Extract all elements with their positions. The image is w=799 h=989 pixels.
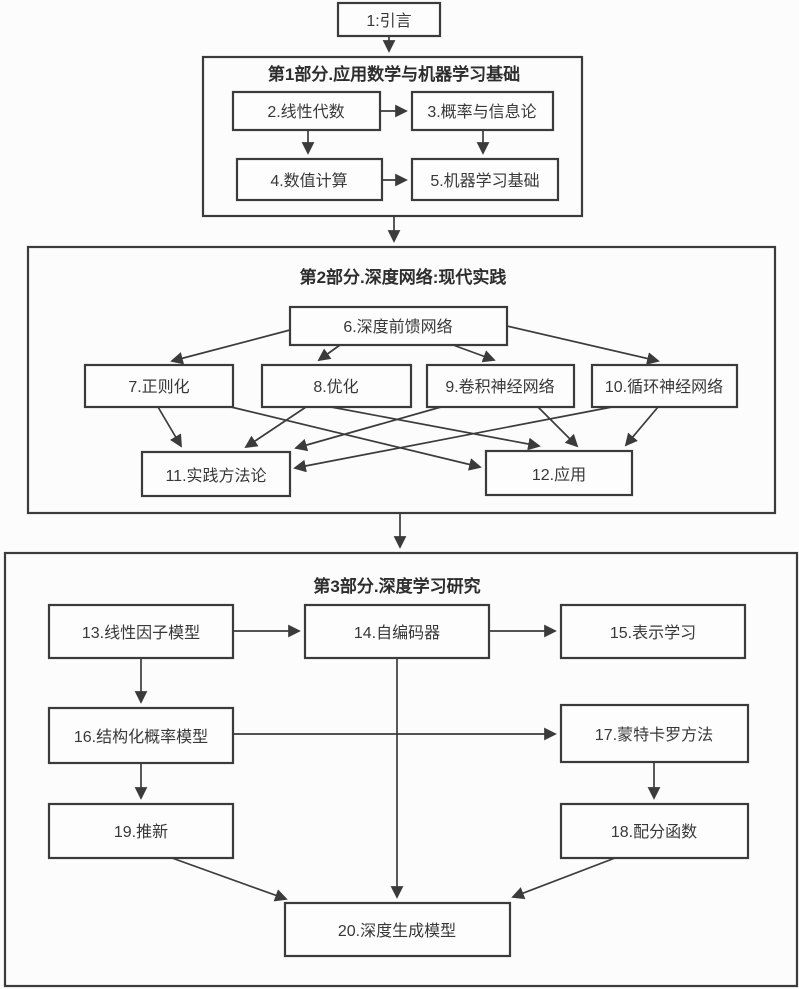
node-7-box: [83, 363, 235, 409]
node-11: 11.实践方法论: [140, 450, 292, 498]
node-16-label: 16.结构化概率模型: [74, 728, 208, 746]
node-18: 18.配分函数: [559, 802, 750, 860]
node-2-box: [231, 90, 382, 132]
node-10: 10.循环神经网络: [590, 363, 739, 409]
node-14: 14.自编码器: [303, 603, 491, 660]
node-1-box: [336, 1, 442, 38]
node-18-box: [559, 802, 750, 860]
node-19-label: 19.推新: [114, 823, 168, 841]
node-7-label: 7.正则化: [128, 378, 189, 396]
edge-10-to-12: [624, 406, 659, 447]
edge-6-to-9: [452, 344, 496, 363]
node-6: 6.深度前馈网络: [288, 305, 509, 347]
node-14-label: 14.自编码器: [354, 624, 440, 642]
node-11-box: [140, 450, 292, 498]
node-9-label: 9.卷积神经网络: [445, 377, 554, 396]
node-10-label: 10.循环神经网络: [605, 377, 723, 396]
node-9: 9.卷积神经网络: [425, 363, 576, 409]
edge-6-to-7: [170, 329, 291, 365]
node-14-box: [303, 603, 491, 660]
node-8: 8.优化: [260, 363, 413, 409]
node-5-box: [410, 157, 560, 202]
node-4-box: [235, 157, 384, 202]
node-5: 5.机器学习基础: [410, 157, 560, 202]
node-19-box: [47, 802, 235, 860]
node-20-label: 20.深度生成模型: [338, 922, 456, 940]
edge-6-to-10: [506, 325, 660, 365]
node-18-label: 18.配分函数: [611, 823, 697, 841]
node-13: 13.线性因子模型: [47, 603, 235, 660]
node-6-box: [288, 305, 509, 347]
node-8-label: 8.优化: [313, 378, 358, 396]
part2-title: 第2部分.深度网络:现代实践: [300, 267, 507, 287]
node-17-label: 17.蒙特卡罗方法: [595, 726, 713, 744]
node-7: 7.正则化: [83, 363, 235, 409]
node-17-box: [559, 703, 750, 764]
node-3-label: 3.概率与信息论: [427, 103, 536, 121]
node-20: 20.深度生成模型: [283, 901, 512, 958]
node-4-label: 4.数值计算: [270, 171, 347, 190]
node-15: 15.表示学习: [559, 603, 747, 660]
node-15-label: 15.表示学习: [610, 624, 696, 642]
node-3-box: [410, 90, 555, 132]
node-10-box: [590, 363, 739, 409]
node-11-label: 11.实践方法论: [165, 467, 266, 485]
node-1-label: 1:引言: [366, 12, 411, 30]
node-13-label: 13.线性因子模型: [82, 624, 200, 642]
edge-19-to-20: [171, 857, 288, 902]
node-19: 19.推新: [47, 802, 235, 860]
node-9-box: [425, 363, 576, 409]
node-3: 3.概率与信息论: [410, 90, 555, 132]
node-12: 12.应用: [484, 449, 634, 497]
edge-7-to-11: [157, 406, 182, 448]
edge-10-to-11: [293, 406, 613, 473]
edge-9-to-12: [537, 406, 579, 448]
node-16: 16.结构化概率模型: [47, 706, 235, 765]
node-17: 17.蒙特卡罗方法: [559, 703, 750, 764]
part1-title: 第1部分.应用数学与机器学习基础: [268, 64, 520, 84]
node-1: 1:引言: [336, 1, 442, 38]
node-13-box: [47, 603, 235, 660]
node-12-label: 12.应用: [532, 465, 586, 484]
node-2: 2.线性代数: [231, 90, 382, 132]
edge-8-to-11: [244, 406, 307, 449]
edge-7-to-12: [230, 406, 482, 471]
edge-9-to-11: [294, 406, 442, 452]
node-16-box: [47, 706, 235, 765]
node-6-label: 6.深度前馈网络: [343, 317, 452, 336]
node-5-label: 5.机器学习基础: [430, 172, 539, 190]
part3-title: 第3部分.深度学习研究: [313, 576, 480, 596]
node-4: 4.数值计算: [235, 157, 384, 202]
node-12-box: [484, 449, 634, 497]
node-20-box: [283, 901, 512, 958]
node-15-box: [559, 603, 747, 660]
node-8-box: [260, 363, 413, 409]
edge-6-to-8: [317, 344, 341, 362]
edge-18-to-20: [511, 857, 616, 900]
node-2-label: 2.线性代数: [267, 103, 344, 121]
edge-8-to-12: [330, 406, 541, 451]
